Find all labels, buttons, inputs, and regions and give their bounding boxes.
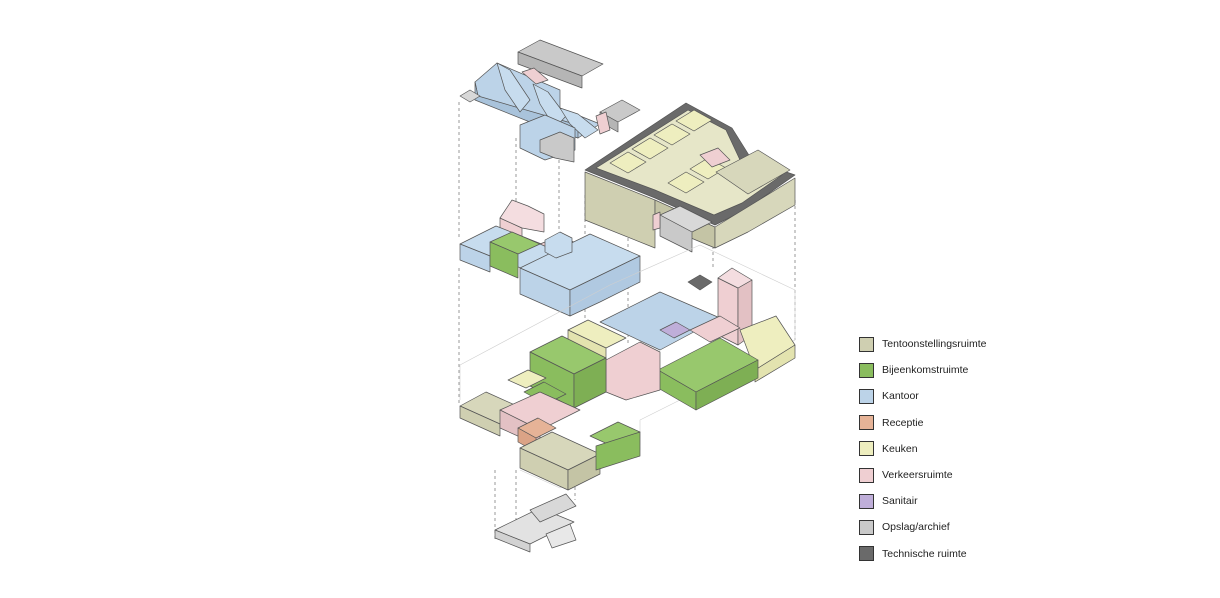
storage-wing — [539, 131, 575, 163]
circulation-link-2 — [521, 67, 549, 85]
skylight-2 — [631, 137, 669, 160]
legend: Tentoonstellingsruimte Bijeenkomstruimte… — [859, 331, 1059, 567]
office-gable-1 — [496, 62, 531, 113]
technical-ground — [687, 274, 713, 291]
legend-swatch — [859, 546, 874, 562]
legend-label: Bijeenkomstruimte — [882, 364, 969, 377]
legend-label: Receptie — [882, 416, 924, 429]
legend-label: Technische ruimte — [882, 547, 967, 560]
top-roof-offices — [459, 39, 641, 163]
legend-item-sanitair: Sanitair — [859, 488, 1059, 514]
exhibition-box-front — [584, 171, 656, 249]
legend-item-keuken: Keuken — [859, 436, 1059, 462]
circulation-roof — [699, 147, 731, 168]
middle-floor — [459, 199, 641, 317]
legend-swatch — [859, 441, 874, 457]
legend-swatch — [859, 336, 874, 352]
legend-label: Opslag/archief — [882, 521, 950, 534]
storage-roof-side — [517, 51, 583, 89]
basement-tunnel — [529, 493, 577, 523]
exhibition-front-side — [567, 453, 601, 491]
basement-storage — [494, 493, 577, 553]
assembly-front — [595, 431, 641, 471]
ground-floor — [459, 244, 796, 491]
exhibition-box-side — [714, 177, 796, 249]
storage-box-front — [659, 214, 693, 253]
office-side-right — [544, 231, 573, 259]
stair-tower-top — [717, 267, 753, 289]
basement-stair — [545, 523, 577, 549]
storage-entry — [459, 89, 481, 103]
legend-item-opslag: Opslag/archief — [859, 514, 1059, 540]
circulation-link — [595, 111, 611, 135]
legend-item-tentoonstelling: Tentoonstellingsruimte — [859, 331, 1059, 357]
legend-swatch — [859, 519, 874, 535]
skylight-1 — [609, 151, 647, 174]
legend-item-bijeenkomst: Bijeenkomstruimte — [859, 357, 1059, 383]
skylight-5 — [667, 171, 705, 194]
kitchen-small — [507, 369, 547, 389]
basement-front — [494, 529, 531, 553]
circulation-center — [605, 341, 661, 401]
assembly-big-side — [695, 359, 759, 411]
legend-swatch — [859, 415, 874, 431]
circulation-house-roof — [499, 199, 545, 233]
legend-label: Sanitair — [882, 495, 918, 508]
legend-swatch — [859, 467, 874, 483]
legend-label: Kantoor — [882, 390, 919, 403]
legend-swatch — [859, 493, 874, 509]
technical-roof — [715, 149, 791, 195]
legend-swatch — [859, 362, 874, 378]
office-mid-front-2 — [569, 255, 641, 317]
assembly-center-side — [573, 357, 607, 409]
legend-label: Verkeersruimte — [882, 469, 953, 482]
legend-label: Tentoonstellingsruimte — [882, 338, 987, 351]
legend-item-kantoor: Kantoor — [859, 383, 1059, 409]
legend-label: Keuken — [882, 442, 918, 455]
legend-swatch — [859, 388, 874, 404]
office-left-front — [459, 243, 491, 273]
circulation-small — [652, 211, 661, 231]
skylight-4 — [675, 109, 713, 132]
legend-item-receptie: Receptie — [859, 410, 1059, 436]
circulation-stair — [689, 315, 741, 343]
legend-item-verkeer: Verkeersruimte — [859, 462, 1059, 488]
skylight-3 — [653, 123, 691, 146]
exhibition-left-front — [459, 405, 501, 437]
top-exhibition-roofs — [584, 102, 796, 253]
legend-item-technisch: Technische ruimte — [859, 541, 1059, 567]
office-gable-3 — [559, 107, 599, 139]
assembly-mid-front — [489, 241, 519, 279]
